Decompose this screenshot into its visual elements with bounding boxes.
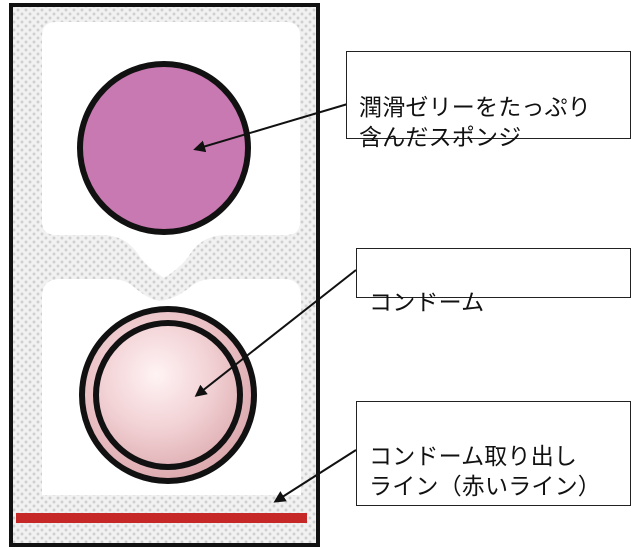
sponge-leader-arrow: [193, 102, 352, 153]
sponge-callout: 潤滑ゼリーをたっぷり 含んだスポンジ: [346, 51, 631, 151]
condom-callout-text: コンドーム: [369, 290, 485, 316]
removal-line-callout-text: コンドーム取り出し ライン（赤いライン）: [369, 444, 601, 500]
condom-leader-arrow: [194, 269, 357, 397]
removal-line-leader-arrow: [273, 449, 357, 503]
condom: [93, 320, 243, 470]
removal-red-line: [16, 513, 307, 523]
removal-line-callout: コンドーム取り出し ライン（赤いライン）: [356, 401, 631, 506]
lubricated-sponge: [77, 61, 251, 235]
condom-callout: コンドーム: [356, 248, 631, 316]
sponge-callout-text: 潤滑ゼリーをたっぷり 含んだスポンジ: [359, 95, 591, 151]
